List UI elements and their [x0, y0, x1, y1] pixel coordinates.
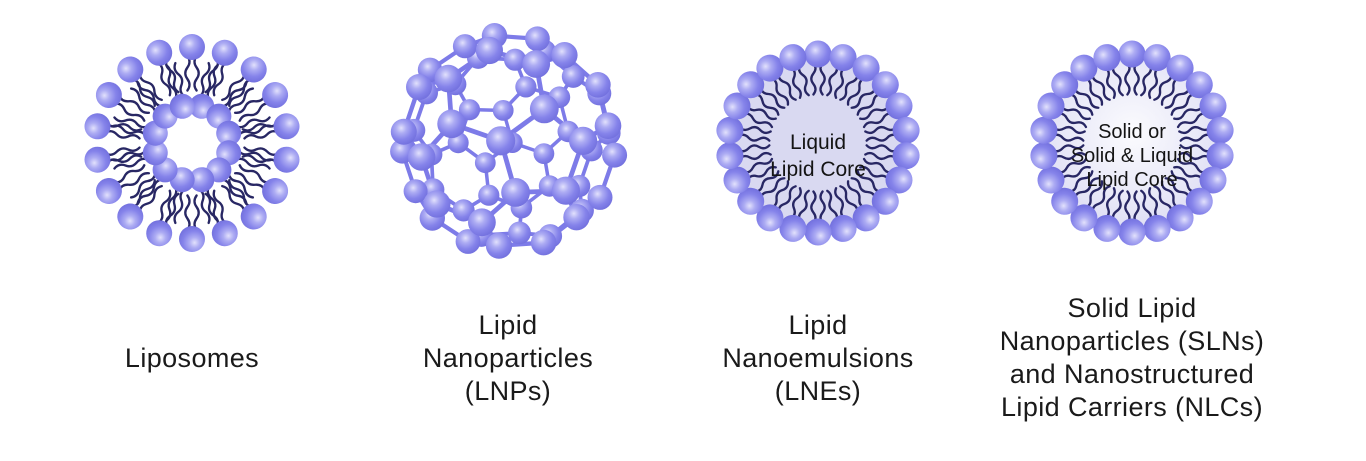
panel-lipid-nanoemulsions: Liquid Lipid Core Lipid Nanoemulsions (L… — [658, 0, 978, 461]
liposome-structure — [84, 34, 300, 252]
caption-line: Nanoparticles — [422, 342, 594, 373]
panel-liposomes: Liposomes — [32, 0, 352, 461]
lnp-figure — [348, 13, 668, 303]
caption-line: (LNEs) — [774, 375, 862, 406]
lnp-buckyball-structure — [390, 23, 628, 259]
caption-line: (LNPs) — [464, 375, 552, 406]
liposomes-caption: Liposomes — [12, 292, 372, 424]
caption-line: and Nanostructured — [1009, 359, 1255, 389]
lne-figure: Liquid Lipid Core — [658, 13, 978, 303]
sln-caption: Solid Lipid Nanoparticles (SLNs) and Nan… — [952, 292, 1312, 424]
caption-line: Nanoemulsions — [722, 342, 914, 373]
caption-line: Lipid — [788, 309, 848, 340]
caption-line: Lipid — [478, 309, 538, 340]
panel-lipid-nanoparticles: Lipid Nanoparticles (LNPs) — [348, 0, 668, 461]
liposome-figure — [32, 13, 352, 303]
caption-line: Liposomes — [124, 342, 260, 373]
lne-caption: Lipid Nanoemulsions (LNEs) — [638, 292, 998, 424]
sln-figure: Solid or Solid & Liquid Lipid Core — [972, 13, 1292, 303]
caption-line: Nanoparticles (SLNs) — [999, 326, 1265, 356]
sln-structure — [1030, 40, 1234, 246]
lne-structure — [716, 40, 920, 246]
lnp-caption: Lipid Nanoparticles (LNPs) — [328, 292, 688, 424]
caption-line: Solid Lipid — [1067, 293, 1197, 323]
panel-sln-nlc: Solid or Solid & Liquid Lipid Core Solid… — [972, 0, 1292, 461]
caption-line: Lipid Carriers (NLCs) — [1001, 392, 1263, 422]
